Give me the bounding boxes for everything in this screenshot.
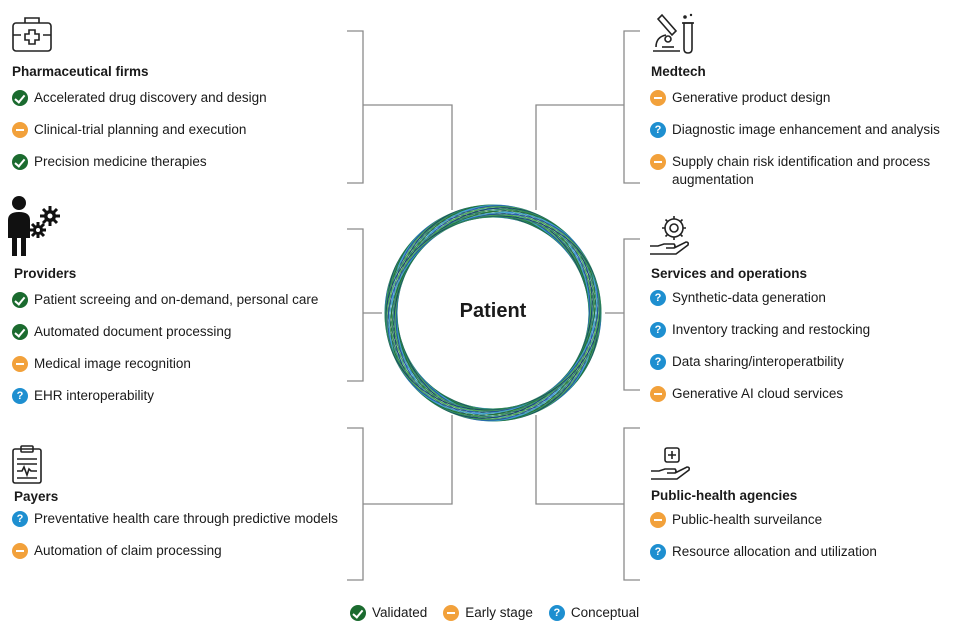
providers-item: ? EHR interoperability	[12, 387, 154, 405]
legend-validated: Validated	[350, 604, 427, 621]
services-item: ? Data sharing/interoperatbility	[650, 353, 844, 371]
pharma-item: Accelerated drug discovery and design	[12, 89, 267, 107]
pharma-title: Pharmaceutical firms	[12, 64, 149, 79]
public-title: Public-health agencies	[651, 488, 798, 503]
legend: Validated Early stage ? Conceptual	[350, 604, 655, 621]
validated-icon	[12, 90, 28, 106]
early-stage-icon	[12, 356, 28, 372]
clipboard-icon	[11, 445, 43, 490]
providers-item: Patient screeing and on-demand, personal…	[12, 291, 318, 309]
services-title: Services and operations	[651, 266, 808, 281]
public-item: ? Resource allocation and utilization	[650, 543, 877, 561]
pharma-item: Clinical-trial planning and execution	[12, 121, 246, 139]
early-stage-icon	[650, 512, 666, 528]
medtech-item: ? Diagnostic image enhancement and analy…	[650, 121, 940, 139]
conceptual-icon: ?	[650, 290, 666, 306]
microscope-icon	[650, 13, 696, 60]
payers-item: ? Preventative health care through predi…	[12, 510, 338, 528]
medical-kit-icon	[11, 14, 53, 59]
services-item: Generative AI cloud services	[650, 385, 843, 403]
doctor-with-gears-icon	[6, 194, 62, 263]
payers-title: Payers	[14, 489, 59, 504]
validated-icon	[12, 292, 28, 308]
medtech-title: Medtech	[651, 64, 706, 79]
legend-early-stage: Early stage	[443, 604, 533, 621]
providers-item: Medical image recognition	[12, 355, 191, 373]
providers-item: Automated document processing	[12, 323, 231, 341]
ring-strand	[384, 216, 602, 410]
early-stage-icon	[12, 543, 28, 559]
medtech-item: Generative product design	[650, 89, 830, 107]
early-stage-icon	[650, 154, 666, 170]
conceptual-icon: ?	[548, 605, 565, 621]
services-item: ? Synthetic-data generation	[650, 289, 826, 307]
conceptual-icon: ?	[650, 122, 666, 138]
providers-title: Providers	[14, 266, 77, 281]
validated-icon	[12, 154, 28, 170]
early-stage-icon	[650, 90, 666, 106]
hand-gear-icon	[648, 214, 692, 263]
legend-conceptual: ? Conceptual	[548, 604, 639, 621]
conceptual-icon: ?	[650, 544, 666, 560]
patient-label: Patient	[459, 300, 527, 322]
conceptual-icon: ?	[12, 388, 28, 404]
conceptual-icon: ?	[650, 354, 666, 370]
payers-item: Automation of claim processing	[12, 542, 222, 560]
early-stage-icon	[650, 386, 666, 402]
ring-center	[399, 219, 587, 407]
medtech-item: Supply chain risk identification and pro…	[650, 153, 950, 189]
early-stage-icon	[443, 605, 460, 621]
validated-icon	[350, 605, 366, 621]
conceptual-icon: ?	[650, 322, 666, 338]
services-item: ? Inventory tracking and restocking	[650, 321, 870, 339]
public-item: Public-health surveilance	[650, 511, 822, 529]
conceptual-icon: ?	[12, 511, 28, 527]
pharma-item: Precision medicine therapies	[12, 153, 207, 171]
hand-medical-icon	[649, 447, 693, 488]
patient-ring	[384, 204, 602, 422]
validated-icon	[12, 324, 28, 340]
early-stage-icon	[12, 122, 28, 138]
